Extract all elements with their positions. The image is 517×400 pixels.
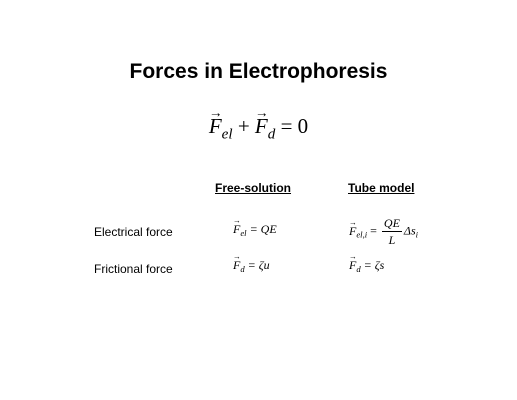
drag-force-symbol: F [255,106,268,139]
formula-lhs: F [349,219,357,239]
formula-rhs: = ζs [363,258,385,272]
formula-subscript: d [356,264,361,275]
formula-subscript: d [240,264,245,275]
column-header-tube-model: Tube model [348,181,415,195]
plus-sign: + [237,114,250,138]
formula-frictional-tube-model: Fd = ζs [349,253,385,275]
formula-subscript: el,i [356,229,368,240]
electric-force-symbol: F [209,106,222,139]
fraction-numerator: QE [381,216,402,233]
drag-force-subscript: d [267,126,276,143]
formula-lhs: F [233,217,241,237]
formula-equals: = [370,223,377,238]
formula-rest-subscript: i [415,229,419,240]
column-header-free-solution: Free-solution [215,181,292,195]
fraction: QE L [381,216,402,248]
formula-electrical-tube-model: Fel,i = QE L Δsi [349,216,418,248]
row-label-electrical-force: Electrical force [94,225,173,239]
formula-subscript: el [240,228,247,239]
formula-rhs: = QE [249,222,277,236]
electric-force-subscript: el [221,126,233,143]
formula-rhs: = ζu [247,258,270,272]
force-balance-equation: Fel + Fd = 0 [0,106,517,143]
equals-zero: = 0 [280,114,309,138]
slide-title: Forces in Electrophoresis [129,60,388,83]
fraction-denominator: L [388,233,396,248]
formula-rest: Δs [403,223,416,238]
formula-lhs: F [349,253,357,273]
formula-lhs: F [233,253,241,273]
row-label-frictional-force: Frictional force [94,262,173,276]
formula-electrical-free-solution: Fel = QE [233,217,277,239]
formula-frictional-free-solution: Fd = ζu [233,253,270,275]
